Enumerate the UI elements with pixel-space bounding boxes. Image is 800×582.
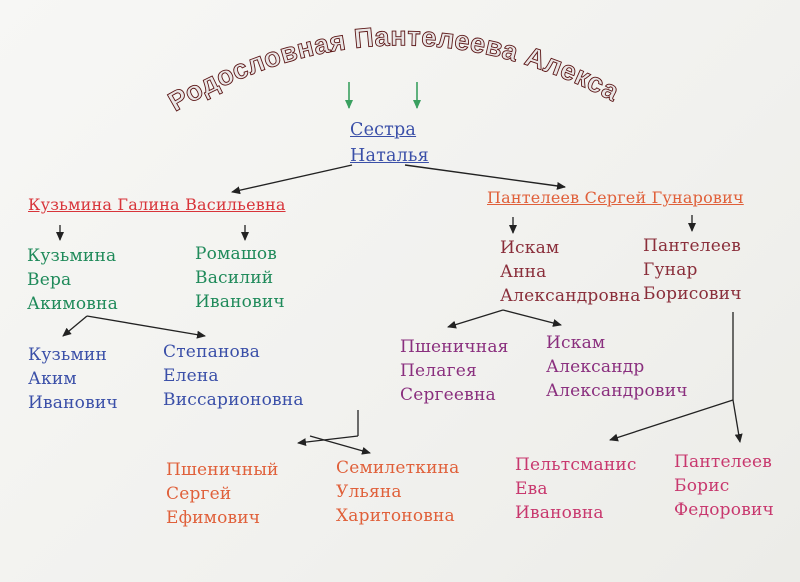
sister-to-father-arrow (404, 164, 566, 190)
pgf-mother-surname: Пельтсманис (515, 455, 637, 475)
pgm-patronymic: Александровна (500, 286, 641, 306)
pgf-father-patronymic: Федорович (674, 500, 774, 520)
mgf-patronymic: Иванович (195, 292, 285, 312)
mgm-surname: Кузьмина (27, 246, 117, 266)
mgf-surname: Ромашов (195, 244, 278, 264)
mgm-mother-patronymic: Виссарионовна (163, 390, 304, 410)
pgm-firstname: Анна (500, 262, 547, 282)
pgf-surname: Пантелеев (643, 236, 742, 256)
node-pgm-mother: Пшеничная Пелагея Сергеевна (400, 335, 509, 407)
node-sister: Сестра Наталья (350, 117, 429, 169)
node-maternal-grandfather: Ромашов Василий Иванович (195, 242, 285, 314)
pgm-mother-surname: Пшеничная (400, 337, 509, 357)
title-graphic: Родословная Пантелеева Александра (0, 0, 625, 118)
mgm-mother-surname: Степанова (163, 342, 261, 362)
node-paternal-grandfather: Пантелеев Гунар Борисович (643, 234, 742, 306)
pshen-mother-patronymic: Харитоновна (336, 506, 455, 526)
node-pshen-father: Пшеничный Сергей Ефимович (166, 458, 279, 530)
mgm-mother-firstname: Елена (163, 366, 219, 386)
node-mgm-mother: Степанова Елена Виссарионовна (163, 340, 304, 412)
pgf-mother-patronymic: Ивановна (515, 503, 604, 523)
node-pgf-mother: Пельтсманис Ева Ивановна (515, 453, 637, 525)
pshen-father-firstname: Сергей (166, 484, 232, 504)
pgm-father-surname: Искам (546, 333, 606, 353)
sister-name: Наталья (350, 146, 429, 166)
mgm-father-surname: Кузьмин (28, 345, 107, 365)
node-pgm-father: Искам Александр Александрович (546, 331, 688, 403)
mgm-patronymic: Акимовна (27, 294, 118, 314)
pshen-father-surname: Пшеничный (166, 460, 279, 480)
pshen-mother-firstname: Ульяна (336, 482, 402, 502)
pgf-father-firstname: Борис (674, 476, 730, 496)
node-mgm-father: Кузьмин Аким Иванович (28, 343, 118, 415)
node-father: Пантелеев Сергей Гунарович (487, 186, 744, 210)
node-pgf-father: Пантелеев Борис Федорович (674, 450, 774, 522)
mgm-firstname: Вера (27, 270, 72, 290)
pgm-father-patronymic: Александрович (546, 381, 688, 401)
pgf-firstname: Гунар (643, 260, 698, 280)
father-name: Пантелеев Сергей Гунарович (487, 188, 744, 207)
node-maternal-grandmother: Кузьмина Вера Акимовна (27, 244, 118, 316)
node-pshen-mother: Семилеткина Ульяна Харитоновна (336, 456, 460, 528)
pshen-mother-surname: Семилеткина (336, 458, 460, 478)
sister-label: Сестра (350, 120, 417, 140)
node-paternal-grandmother: Искам Анна Александровна (500, 236, 641, 308)
mgf-firstname: Василий (195, 268, 274, 288)
pgm-surname: Искам (500, 238, 560, 258)
pgf-mother-firstname: Ева (515, 479, 548, 499)
mgm-father-patronymic: Иванович (28, 393, 118, 413)
pgf-father-surname: Пантелеев (674, 452, 773, 472)
pgm-mother-firstname: Пелагея (400, 361, 477, 381)
mother-name: Кузьмина Галина Васильевна (28, 195, 286, 214)
pgf-patronymic: Борисович (643, 284, 742, 304)
node-mother: Кузьмина Галина Васильевна (28, 193, 286, 217)
pgm-father-firstname: Александр (546, 357, 645, 377)
mgm-father-firstname: Аким (28, 369, 77, 389)
sister-to-mother-arrow (231, 164, 353, 195)
pshen-father-patronymic: Ефимович (166, 508, 261, 528)
pgm-mother-patronymic: Сергеевна (400, 385, 496, 405)
